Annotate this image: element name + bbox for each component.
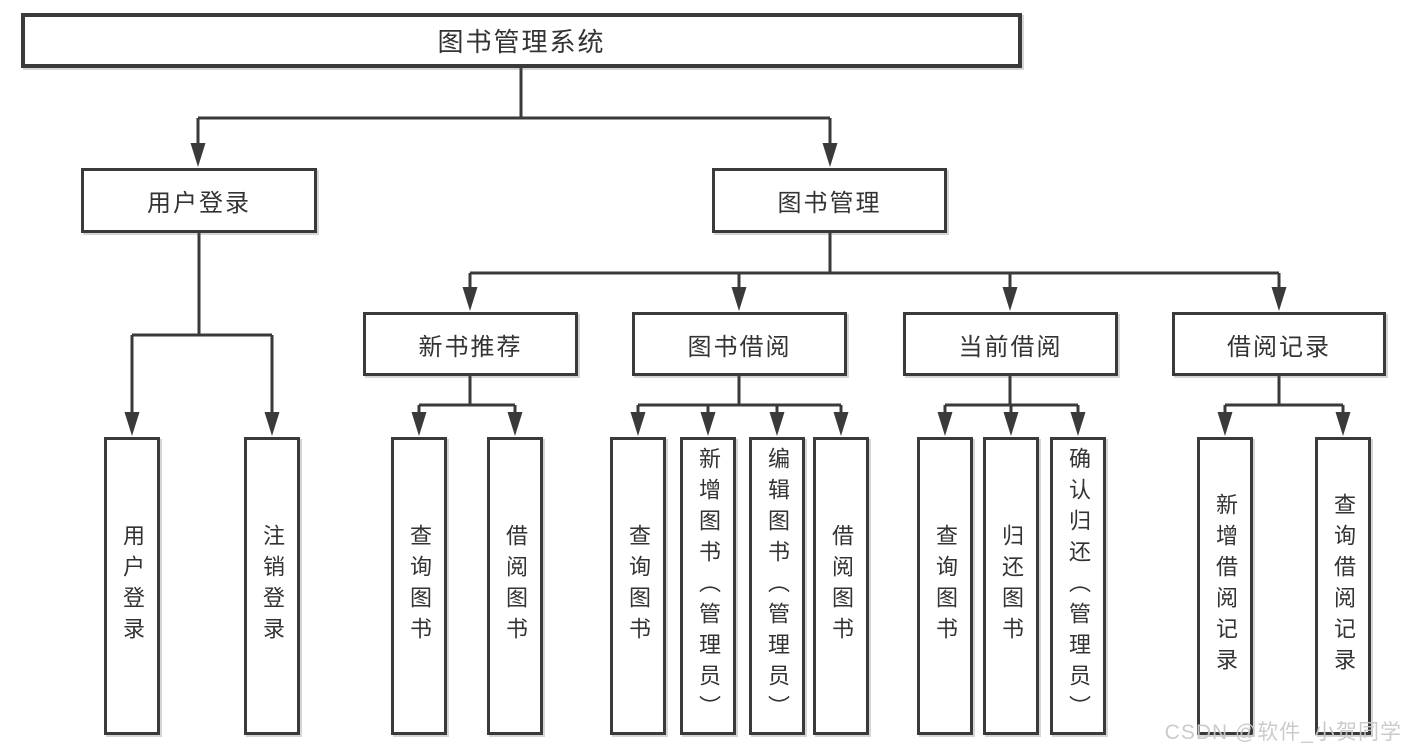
node-user-login: 用户登录 bbox=[81, 168, 317, 233]
node-label: 图书管理系统 bbox=[437, 27, 606, 57]
node-leaf-user-login: 用户登录 bbox=[104, 437, 160, 735]
node-root: 图书管理系统 bbox=[21, 13, 1022, 68]
node-leaf-return-books: 归还图书 bbox=[983, 437, 1039, 735]
node-borrow-records: 借阅记录 bbox=[1172, 312, 1386, 376]
node-label: 借阅图书 bbox=[503, 524, 528, 648]
node-label: 借阅图书 bbox=[829, 524, 854, 648]
node-label: 确认归还（管理员） bbox=[1066, 446, 1091, 726]
node-label: 归还图书 bbox=[999, 524, 1024, 648]
node-label: 用户登录 bbox=[120, 524, 145, 648]
node-label: 新书推荐 bbox=[418, 333, 523, 361]
node-leaf-logout: 注销登录 bbox=[244, 437, 300, 735]
node-label: 借阅记录 bbox=[1227, 333, 1331, 361]
node-label: 新增图书（管理员） bbox=[696, 446, 721, 726]
watermark: CSDN @软件_小贺同学 bbox=[1164, 721, 1402, 744]
node-leaf-borrow-books: 借阅图书 bbox=[813, 437, 869, 735]
node-leaf-borrow-books-recommend: 借阅图书 bbox=[487, 437, 543, 735]
node-label: 图书管理 bbox=[777, 190, 882, 217]
node-label: 查询借阅记录 bbox=[1331, 493, 1356, 679]
node-leaf-query-books-current: 查询图书 bbox=[917, 437, 973, 735]
node-label: 图书借阅 bbox=[687, 333, 792, 361]
node-label: 查询图书 bbox=[626, 524, 651, 648]
node-leaf-query-borrow-record: 查询借阅记录 bbox=[1315, 437, 1371, 735]
node-leaf-add-books-admin: 新增图书（管理员） bbox=[680, 437, 736, 735]
node-current-borrow: 当前借阅 bbox=[903, 312, 1118, 376]
node-label: 当前借阅 bbox=[958, 333, 1063, 361]
node-label: 编辑图书（管理员） bbox=[765, 446, 790, 726]
node-leaf-query-books-recommend: 查询图书 bbox=[391, 437, 447, 735]
node-leaf-add-borrow-record: 新增借阅记录 bbox=[1197, 437, 1253, 735]
node-label: 新增借阅记录 bbox=[1213, 493, 1238, 679]
node-label: 注销登录 bbox=[260, 524, 285, 648]
node-leaf-edit-books-admin: 编辑图书（管理员） bbox=[749, 437, 805, 735]
node-label: 查询图书 bbox=[933, 524, 958, 648]
node-book-management: 图书管理 bbox=[712, 168, 947, 233]
node-leaf-confirm-return-admin: 确认归还（管理员） bbox=[1050, 437, 1106, 735]
node-label: 用户登录 bbox=[147, 190, 251, 217]
node-leaf-query-books-borrow: 查询图书 bbox=[610, 437, 666, 735]
node-label: 查询图书 bbox=[407, 524, 432, 648]
node-book-borrow: 图书借阅 bbox=[632, 312, 847, 376]
node-new-book-recommend: 新书推荐 bbox=[363, 312, 578, 376]
